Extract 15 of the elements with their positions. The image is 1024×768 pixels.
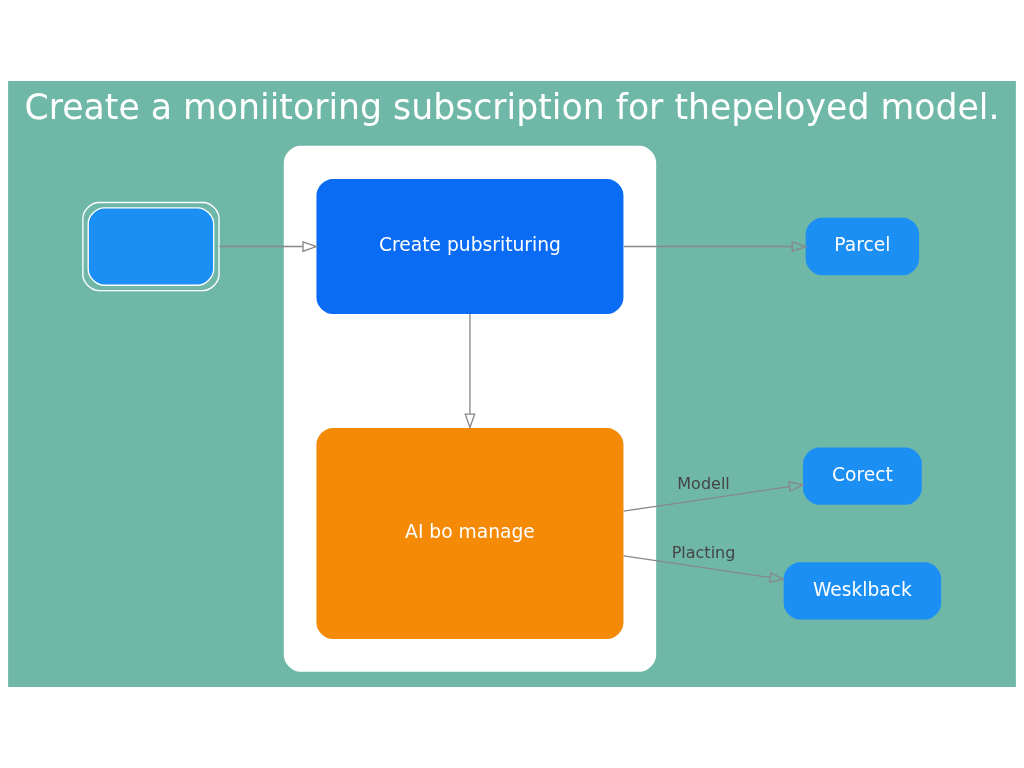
arrow <box>218 240 319 253</box>
node-box: Create pubsrituring <box>316 179 624 314</box>
node-box: Wesklback <box>783 562 942 620</box>
node-box: Corect <box>803 447 922 505</box>
node-cloud <box>82 201 220 292</box>
edge-label: Modell <box>677 473 730 493</box>
diagram-title: Create a moniitoring subscription for thepeloyed model. <box>24 87 1000 128</box>
node-box: AI bo manage <box>316 428 624 639</box>
node-box: Parcel <box>805 217 920 276</box>
cluster <box>283 145 657 672</box>
arrow <box>623 481 805 512</box>
arrow <box>464 313 476 430</box>
arrow <box>623 555 786 583</box>
arrow <box>623 240 808 253</box>
edge-label: Placting <box>671 543 736 563</box>
